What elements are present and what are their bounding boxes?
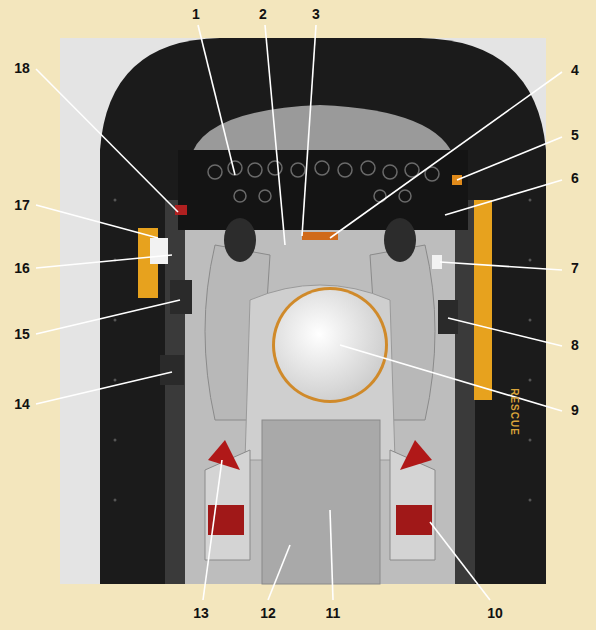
callout-number: 10 (487, 605, 503, 621)
callout-number: 8 (571, 337, 579, 353)
callout-number: 12 (260, 605, 276, 621)
callout-number: 11 (326, 605, 341, 621)
callout-number: 18 (14, 60, 30, 76)
callout-number: 7 (571, 260, 579, 276)
callout-number: 1 (192, 6, 200, 22)
stencil-text: RESCUE (509, 388, 520, 436)
callout-number: 17 (14, 197, 30, 213)
callout-number: 3 (312, 6, 320, 22)
callout-number: 2 (259, 6, 267, 22)
callout-number: 9 (571, 402, 579, 418)
callout-number: 13 (193, 605, 209, 621)
callout-number: 5 (571, 127, 579, 143)
callout-number: 6 (571, 170, 579, 186)
callout-number: 16 (14, 260, 30, 276)
callout-number: 4 (571, 62, 579, 78)
callout-number: 15 (14, 326, 30, 342)
callout-number: 14 (14, 396, 30, 412)
